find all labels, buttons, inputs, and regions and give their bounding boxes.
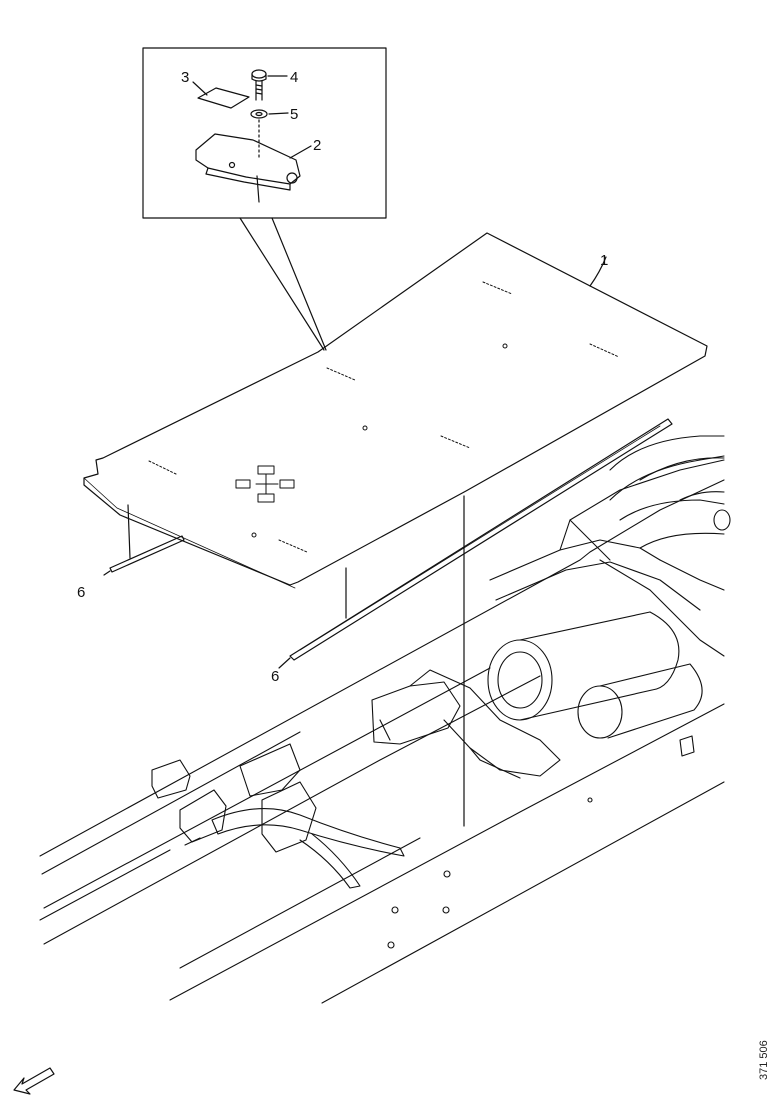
callout-2: 2 [313, 137, 321, 154]
washer-part [250, 109, 268, 161]
detail-frame [142, 47, 387, 219]
pad-part [197, 87, 250, 109]
bracket-plate [195, 133, 301, 185]
vehicle-chassis [39, 435, 731, 1004]
bolt-part [251, 69, 267, 101]
detail-inset: 3 4 5 2 [142, 47, 387, 219]
air-tank [487, 611, 703, 739]
callout-1: 1 [600, 252, 608, 269]
mounting-strip-left: 6 [77, 504, 185, 601]
callout-6-left: 6 [77, 584, 85, 601]
callout-4: 4 [290, 69, 298, 86]
zoom-indicator [239, 217, 327, 351]
callout-3: 3 [181, 69, 189, 86]
callout-5: 5 [290, 106, 298, 123]
callout-6-right: 6 [271, 668, 279, 685]
floor-plate: 1 [83, 232, 708, 589]
center-marking [235, 465, 295, 503]
arrow-front-left-icon [13, 1067, 55, 1095]
mounting-strip-right: 6 [271, 418, 673, 685]
figure-reference-code: 371 506 [758, 1040, 770, 1080]
